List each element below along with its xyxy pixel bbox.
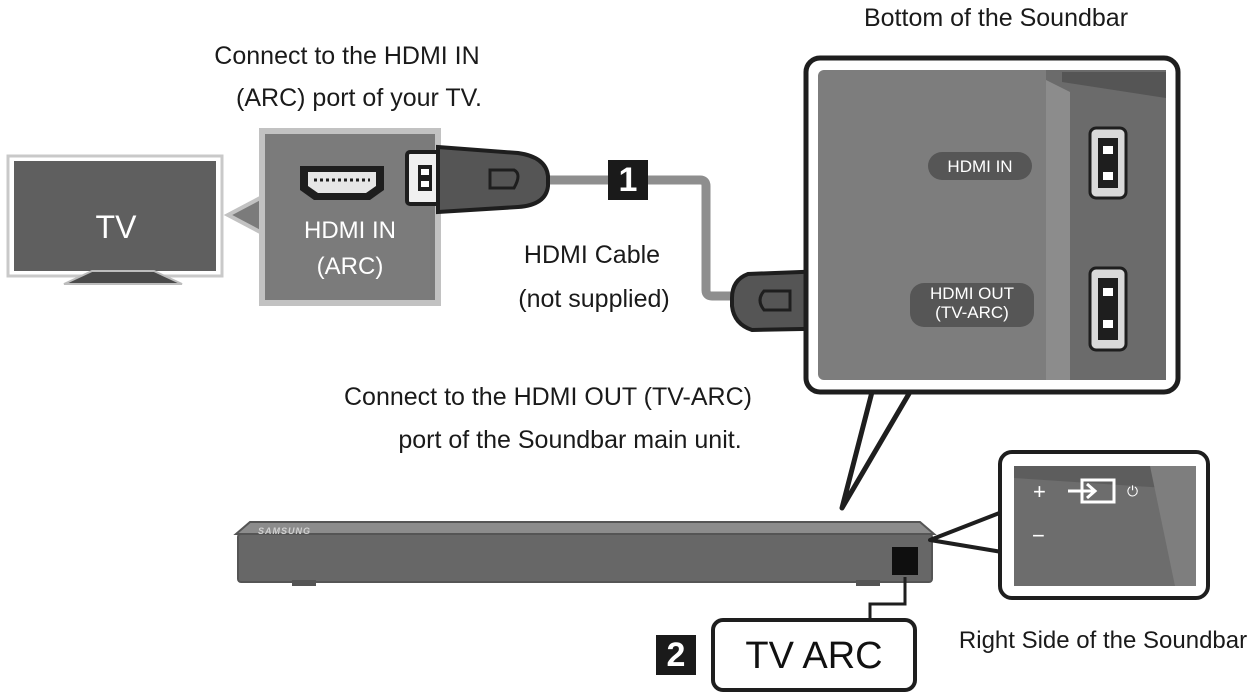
right-side-title: Right Side of the Soundbar — [958, 627, 1248, 654]
hdmi-out-instruction-line2: port of the Soundbar main unit. — [398, 426, 742, 454]
hdmi-port-icon — [300, 166, 384, 200]
hdmi-out-pill — [910, 283, 1034, 327]
source-input-icon — [1068, 478, 1116, 504]
soundbar-bottom-panel — [803, 55, 1181, 511]
hdmi-in-instruction-line1: Connect to the HDMI IN — [214, 42, 480, 70]
hdmi-in-instruction-line2: (ARC) port of your TV. — [236, 84, 482, 112]
soundbar-unit — [233, 521, 937, 586]
tv-callout-pointer — [223, 195, 263, 235]
power-icon: ⏻ — [1127, 484, 1139, 500]
hdmi-out-instruction-line1: Connect to the HDMI OUT (TV-ARC) — [344, 383, 752, 411]
hdmi-in-pill — [928, 152, 1032, 180]
soundbar-hdmi-out-label-line1: HDMI OUT — [929, 284, 1015, 303]
hdmi-plug-tv — [405, 144, 550, 215]
soundbar-hdmi-out-port — [1088, 266, 1128, 352]
soundbar-brand-logo: SAMSUNG — [258, 526, 312, 536]
hdmi-cable — [535, 175, 747, 301]
tv-screen — [14, 161, 216, 271]
step-2-badge: 2 — [656, 635, 696, 675]
soundbar-hdmi-in-label: HDMI IN — [947, 157, 1013, 176]
tv-port-label-line1: HDMI IN — [304, 217, 396, 244]
bottom-soundbar-title: Bottom of the Soundbar — [863, 4, 1129, 32]
tv-arc-pointer-line — [868, 577, 907, 622]
soundbar-callout-pointer — [839, 390, 913, 511]
soundbar-hdmi-out-label-line2: (TV-ARC) — [935, 303, 1009, 322]
cable-label-line1: HDMI Cable — [523, 241, 661, 269]
step-1-badge: 1 — [608, 160, 648, 200]
soundbar-hdmi-in-port — [1088, 126, 1128, 200]
tv-illustration — [6, 154, 224, 285]
tv-stand — [63, 270, 183, 285]
tv-label: TV — [95, 209, 137, 245]
tv-arc-display-text: TV ARC — [745, 635, 883, 677]
cable-label-line2: (not supplied) — [518, 285, 670, 313]
volume-up-button: + — [1033, 479, 1046, 504]
volume-down-button: − — [1032, 523, 1045, 548]
soundbar-right-side-panel — [928, 450, 1210, 600]
tv-port-label-line2: (ARC) — [316, 253, 384, 280]
tv-arc-display-box — [711, 618, 917, 692]
tv-arc-led-window — [892, 547, 918, 575]
